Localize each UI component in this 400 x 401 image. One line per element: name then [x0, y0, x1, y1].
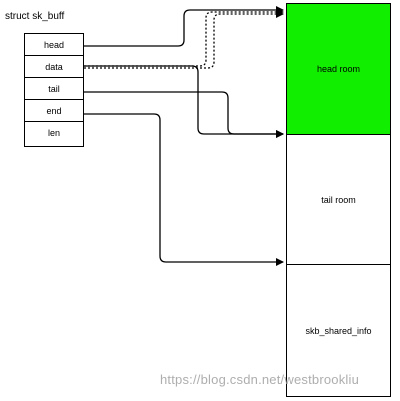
tail-room-region: tail room — [287, 135, 390, 265]
watermark-text: https://blog.csdn.net/westbrookliu — [160, 372, 360, 387]
head-pointer-arrow — [84, 6, 284, 47]
data-pointer-arrow — [84, 65, 284, 138]
field-end: end — [25, 100, 83, 122]
field-tail: tail — [25, 78, 83, 100]
struct-title: struct sk_buff — [5, 11, 65, 22]
head-room-region: head room — [287, 4, 390, 135]
field-head: head — [25, 34, 83, 56]
field-len: len — [47, 128, 60, 138]
tail-room-label: tail room — [321, 194, 356, 205]
skb-shared-info-label: skb_shared_info — [305, 325, 372, 336]
sk-buff-struct: head data tail end len — [24, 33, 84, 147]
field-data: data — [25, 56, 83, 78]
tail-pointer-arrow — [84, 91, 284, 138]
end-pointer-arrow — [84, 113, 284, 266]
packet-buffer: head room tail room skb_shared_info — [286, 3, 391, 397]
head-room-label: head room — [316, 64, 361, 74]
skb-shared-info-region: skb_shared_info — [287, 265, 390, 396]
